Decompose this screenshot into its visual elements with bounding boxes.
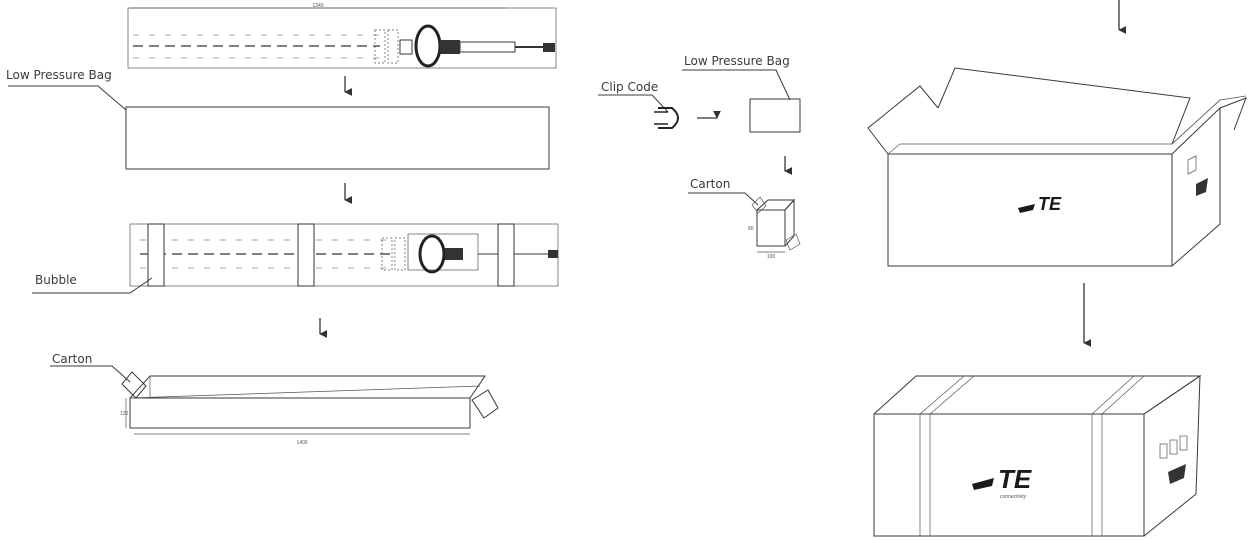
cable-length-dimension: 1340 (312, 3, 323, 9)
step-bubble-wrap: Bubble (32, 223, 559, 294)
cable-assembly-icon (133, 24, 555, 68)
carton-box-icon (121, 371, 499, 435)
clip-code-label: Clip Code (601, 80, 658, 94)
low-pressure-bag-label-middle: Low Pressure Bag (684, 54, 790, 68)
te-logo-icon: TE connectivity (972, 464, 1032, 500)
small-carton-height-dimension: 80 (748, 226, 754, 232)
bubble-wrap-band (497, 223, 515, 287)
carton-box-icon (751, 196, 801, 253)
leader-line (598, 94, 669, 113)
leader-line (50, 365, 131, 383)
leader-line (8, 85, 127, 111)
step-small-carton: Carton 100 80 (688, 177, 801, 260)
step-long-carton: 1400 120 Carton (50, 352, 499, 446)
low-pressure-bag-outline (749, 98, 801, 133)
leader-line (688, 192, 759, 206)
carton-label-middle: Carton (690, 177, 730, 191)
carton-height-dimension: 120 (120, 411, 129, 417)
clip-icon (654, 107, 679, 129)
step-low-pressure-bag-small: Low Pressure Bag (682, 54, 801, 133)
step-cable-assembly: 1340 (127, 3, 557, 69)
bubble-label: Bubble (35, 273, 77, 287)
low-pressure-bag-outline (125, 106, 550, 170)
te-logo-icon: TE (1018, 194, 1062, 214)
low-pressure-bag-label: Low Pressure Bag (6, 68, 112, 82)
sealed-master-carton: TE connectivity (873, 375, 1202, 537)
te-logo-text: TE (998, 464, 1032, 494)
carton-length-dimension: 1400 (296, 440, 307, 446)
te-logo-tagline: connectivity (1000, 494, 1027, 500)
leader-line (682, 69, 791, 101)
open-master-carton: TE (867, 67, 1247, 267)
bubble-wrap-band (147, 223, 165, 287)
cable-assembly-icon (140, 233, 558, 274)
te-logo-text: TE (1038, 194, 1062, 214)
step-clip-code: Clip Code (598, 80, 721, 129)
carton-label-left: Carton (52, 352, 92, 366)
step-low-pressure-bag: Low Pressure Bag (6, 68, 550, 170)
bubble-wrap-band (297, 223, 315, 287)
leader-line (32, 277, 153, 294)
small-carton-width-dimension: 100 (767, 254, 776, 260)
